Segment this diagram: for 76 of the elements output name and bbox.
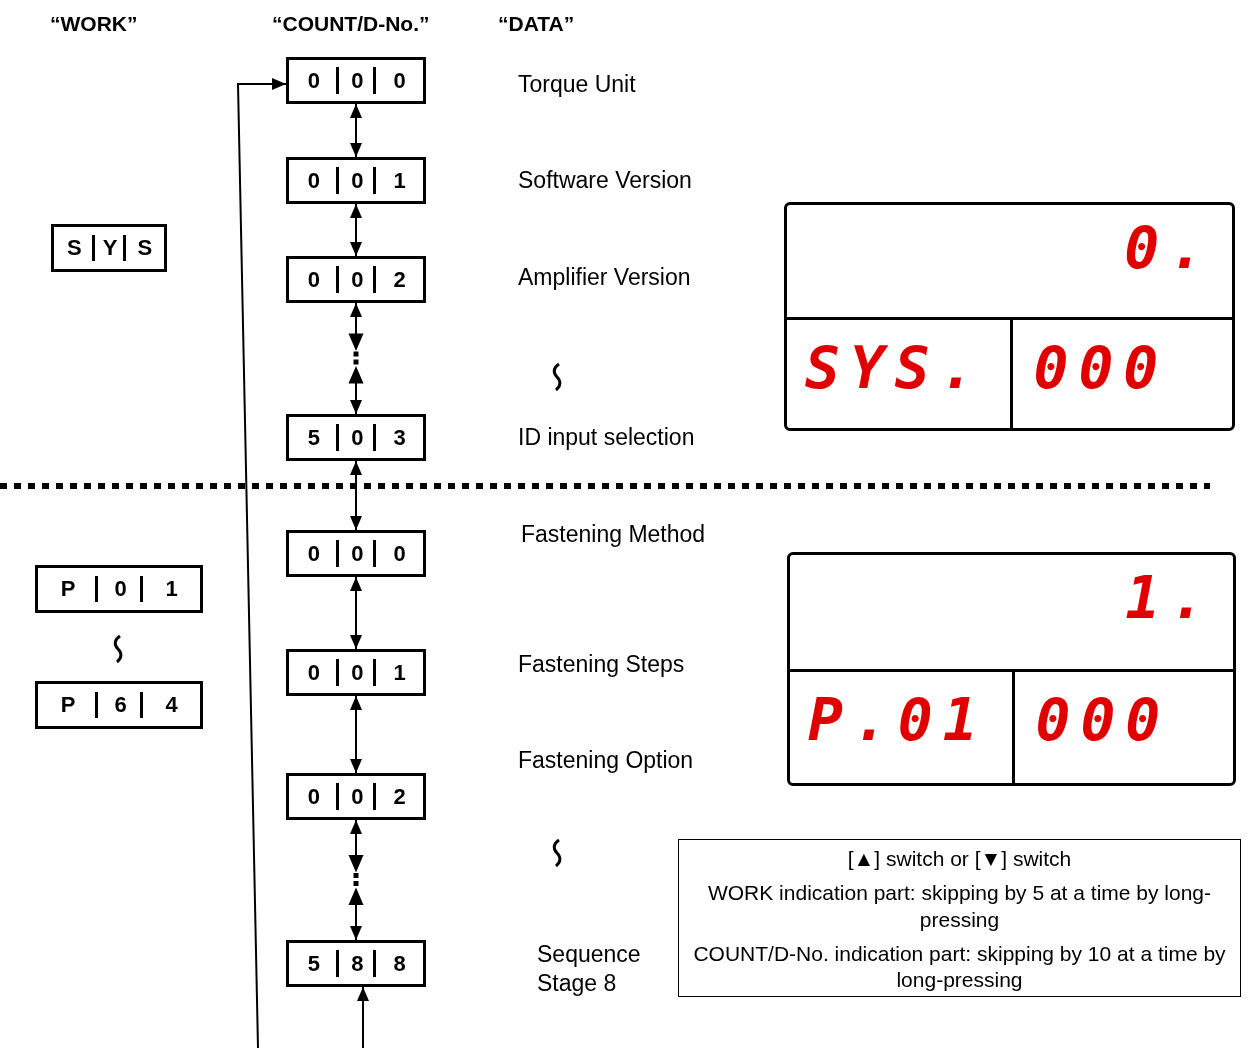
number-box [286, 414, 426, 461]
arrow [350, 460, 362, 531]
digit-text: 0 [306, 539, 321, 568]
display-digits: 000 [1033, 338, 1169, 397]
digit-text: S [66, 234, 83, 262]
number-box [286, 940, 426, 987]
digit-text: 0 [392, 66, 407, 95]
digit-text: 0 [306, 66, 321, 95]
data-label: Amplifier Version [518, 263, 692, 292]
mode-box [35, 565, 203, 613]
digit-text: 6 [113, 691, 128, 719]
digit-text: 0 [306, 658, 321, 687]
digit-text: 1 [164, 575, 179, 603]
column-heading: “COUNT/D-No.” [272, 12, 430, 36]
display-digits: 0. [1124, 219, 1214, 277]
digit-text: 4 [164, 691, 179, 719]
data-label: Torque Unit [518, 70, 637, 99]
display-digits: 1. [1125, 569, 1215, 627]
number-box [286, 773, 426, 820]
digit-text: 0 [306, 782, 321, 811]
number-box [286, 649, 426, 696]
digit-text: 0 [350, 423, 365, 452]
digit-text: 0 [306, 166, 321, 195]
digit-text: 3 [392, 423, 407, 452]
arrow [349, 819, 364, 941]
display-digits: P.01 [808, 691, 988, 749]
column-heading: “DATA” [498, 12, 575, 36]
arrow [350, 695, 362, 774]
display-panel [784, 202, 1235, 431]
column-heading: “WORK” [50, 12, 138, 36]
digit-text: 0 [306, 265, 321, 294]
digit-text: P [59, 691, 77, 719]
display-digits: SYS. [805, 338, 985, 397]
arrow [236, 78, 287, 1048]
number-box [286, 530, 426, 577]
digit-text: 8 [350, 949, 365, 978]
digit-text: P [59, 575, 77, 603]
digit-text: 5 [306, 949, 321, 978]
data-label: ID input selection [518, 423, 696, 452]
number-box [286, 57, 426, 104]
digit-text: S [136, 234, 154, 262]
arrow [349, 302, 364, 415]
data-label: Software Version [518, 166, 693, 195]
digit-text: Y [101, 234, 119, 262]
number-box [286, 256, 426, 303]
note-text: COUNT/D-No. indication part: skipping by 10 at a time by long-pressing [692, 940, 1227, 993]
digit-text: 2 [392, 265, 407, 294]
arrow [350, 203, 362, 257]
digit-text: 1 [392, 658, 407, 687]
digit-text: 2 [392, 782, 407, 811]
digit-text: 0 [350, 66, 365, 95]
display-digits: 000 [1035, 691, 1171, 749]
mode-box [35, 681, 203, 729]
arrow [350, 576, 362, 650]
mode-box [51, 224, 167, 272]
note-box [678, 839, 1241, 997]
digit-text: 0 [350, 539, 365, 568]
digit-text: 0 [350, 782, 365, 811]
digit-text: 0 [350, 265, 365, 294]
digit-text: 0 [113, 575, 128, 603]
data-label: Sequence Stage 8 [537, 940, 642, 998]
digit-text: 0 [350, 166, 365, 195]
arrow [357, 986, 369, 1048]
number-box [286, 157, 426, 204]
arrow [350, 103, 362, 158]
note-text: [▲] switch or [▼] switch [846, 846, 1073, 872]
digit-text: 5 [306, 423, 321, 452]
digit-text: 1 [392, 166, 407, 195]
digit-text: 8 [392, 949, 407, 978]
digit-text: 0 [350, 658, 365, 687]
display-panel [787, 552, 1236, 786]
note-text: WORK indication part: skipping by 5 at a time by long-pressing [706, 880, 1213, 933]
digit-text: 0 [392, 539, 407, 568]
data-label: Fastening Option [518, 746, 695, 775]
data-label: Fastening Method [521, 520, 707, 549]
data-label: Fastening Steps [518, 650, 686, 679]
